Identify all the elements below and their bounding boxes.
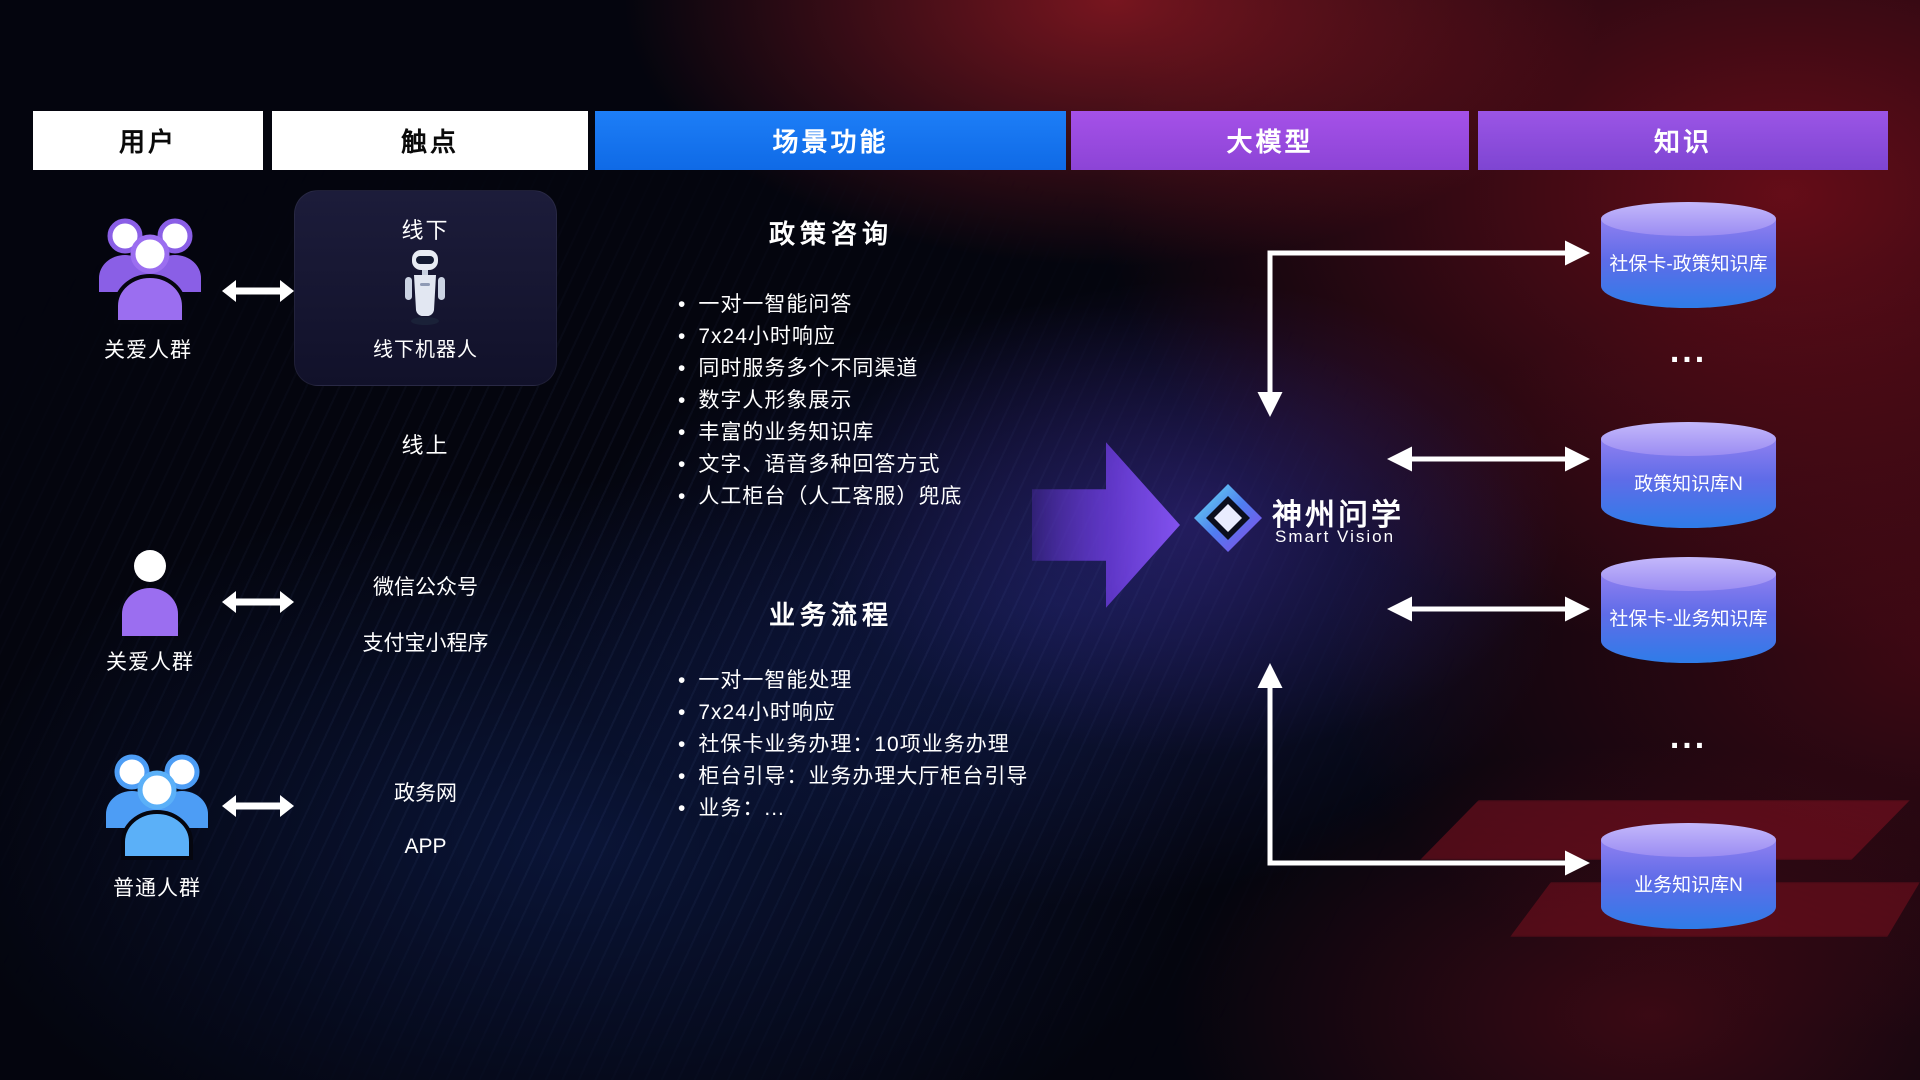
cylinder-top [1601,823,1776,857]
business-section-title: 业务流程 [768,600,893,630]
double-arrow-icon [222,795,294,817]
database-cylinder-icon: 政策知识库N [1601,422,1776,528]
user-group3-label: 普通人群 [113,877,201,900]
list-item: 数字人形象展示 [678,385,962,417]
arrow-model-db4 [1257,663,1590,876]
database-cylinder-icon: 社保卡-政策知识库 [1601,202,1776,308]
list-item: 一对一智能问答 [678,289,962,321]
list-item: 文字、语音多种回答方式 [678,449,962,481]
column-header-knowledge: 知识 [1478,111,1888,170]
list-item: 柜台引导：业务办理大厅柜台引导 [678,761,1028,793]
user-group2-label: 关爱人群 [106,651,194,674]
knowledge-db-label: 政策知识库N [1634,473,1743,495]
people-group-icon [106,754,208,860]
cylinder-top [1601,202,1776,236]
model-subtitle: Smart Vision [1275,527,1396,546]
arrow-model-db1 [1257,240,1590,417]
list-item: 社保卡业务办理：10项业务办理 [678,729,1028,761]
column-header-touchpoints: 触点 [272,111,588,170]
channel-alipay: 支付宝小程序 [362,632,489,655]
list-item: 丰富的业务知识库 [678,417,962,449]
list-item: 一对一智能处理 [678,665,1028,697]
user-group1-label: 关爱人群 [104,339,192,362]
double-arrow-icon [222,280,294,302]
policy-feature-list: 一对一智能问答 7x24小时响应 同时服务多个不同渠道 数字人形象展示 丰富的业… [678,289,962,513]
ellipsis-label: ... [1669,332,1708,370]
offline-robot-label: 线下机器人 [373,339,478,361]
list-item: 7x24小时响应 [678,697,1028,729]
list-item: 业务：... [678,793,1028,825]
offline-title: 线下 [401,218,450,243]
channel-gov-web: 政务网 [394,782,457,805]
business-feature-list: 一对一智能处理 7x24小时响应 社保卡业务办理：10项业务办理 柜台引导：业务… [678,665,1028,825]
channel-wechat: 微信公众号 [373,576,478,599]
column-header-scenarios: 场景功能 [595,111,1066,170]
database-cylinder-icon: 业务知识库N [1601,823,1776,929]
knowledge-db-label: 业务知识库N [1634,874,1743,896]
knowledge-db-label: 社保卡-业务知识库 [1609,608,1768,630]
ellipsis-label: ... [1669,718,1708,756]
list-item: 人工柜台（人工客服）兜底 [678,481,962,513]
knowledge-db-label: 社保卡-政策知识库 [1609,253,1768,275]
smart-vision-logo-icon [1194,484,1262,552]
flow-arrow-icon [1032,442,1180,608]
column-header-model: 大模型 [1071,111,1469,170]
cylinder-top [1601,422,1776,456]
list-item: 同时服务多个不同渠道 [678,353,962,385]
online-title: 线上 [401,433,450,458]
person-icon [122,550,178,636]
model-name: 神州问学 [1272,499,1404,532]
cylinder-top [1601,557,1776,591]
double-arrow-icon [222,591,294,613]
database-cylinder-icon: 社保卡-业务知识库 [1601,557,1776,663]
column-header-users: 用户 [33,111,263,170]
robot-icon [405,250,445,325]
policy-section-title: 政策咨询 [768,219,893,249]
people-group-icon [99,218,201,324]
list-item: 7x24小时响应 [678,321,962,353]
channel-app: APP [404,835,447,858]
